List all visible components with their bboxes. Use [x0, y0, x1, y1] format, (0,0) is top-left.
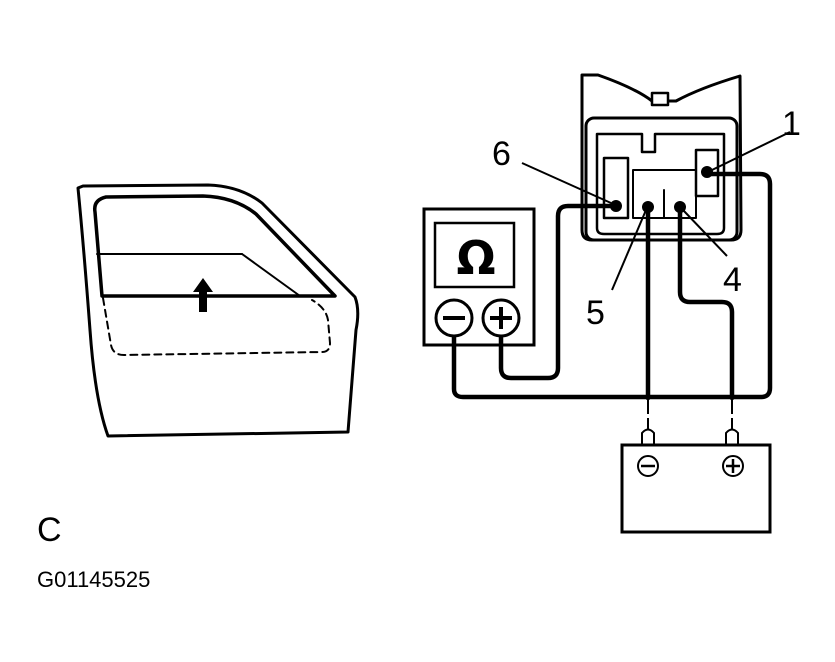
battery-minus-post — [641, 428, 655, 446]
connector-face-outer — [584, 116, 739, 242]
figure-letter: C — [37, 511, 62, 549]
battery-plus-symbol — [722, 455, 744, 477]
terminal-label-4: 4 — [723, 261, 742, 299]
battery-minus-symbol — [637, 455, 659, 477]
battery-plus-post — [725, 428, 739, 446]
up-arrow-icon — [193, 278, 213, 312]
leader-4 — [682, 209, 728, 257]
connector-housing — [580, 73, 743, 242]
connector-lock-tab — [650, 91, 670, 107]
wire-ohmmeter-plus-to-terminal-6 — [498, 203, 619, 381]
figure-code: G01145525 — [37, 567, 150, 592]
leader-1 — [711, 131, 791, 171]
wire-ohmmeter-minus-to-terminal-1 — [451, 171, 773, 400]
terminal-leader-lines — [521, 131, 791, 291]
battery — [620, 428, 772, 534]
ohmmeter: Ω — [422, 207, 536, 347]
leader-5 — [611, 209, 647, 291]
leader-6 — [521, 162, 612, 204]
terminal-cavity-6 — [602, 156, 630, 220]
ohm-symbol: Ω — [456, 231, 495, 285]
battery-body — [620, 443, 772, 534]
terminal-label-5: 5 — [586, 294, 605, 332]
wire-terminal-4-to-battery-plus — [677, 204, 735, 401]
door-illustration — [76, 183, 360, 438]
window-glass-lowered-dashed — [102, 297, 331, 356]
door-window-frame — [92, 194, 337, 298]
connector-face-inner — [595, 132, 726, 236]
connector-terminals — [610, 166, 713, 213]
terminal-label-6: 6 — [492, 135, 511, 173]
ohmmeter-body — [422, 207, 536, 347]
battery-lead-dashes — [647, 400, 733, 432]
terminal-label-1: 1 — [782, 105, 801, 143]
ohmmeter-display — [433, 221, 516, 289]
test-wires — [451, 171, 773, 401]
door-outer-outline — [76, 183, 360, 438]
switch-connector — [580, 73, 743, 242]
